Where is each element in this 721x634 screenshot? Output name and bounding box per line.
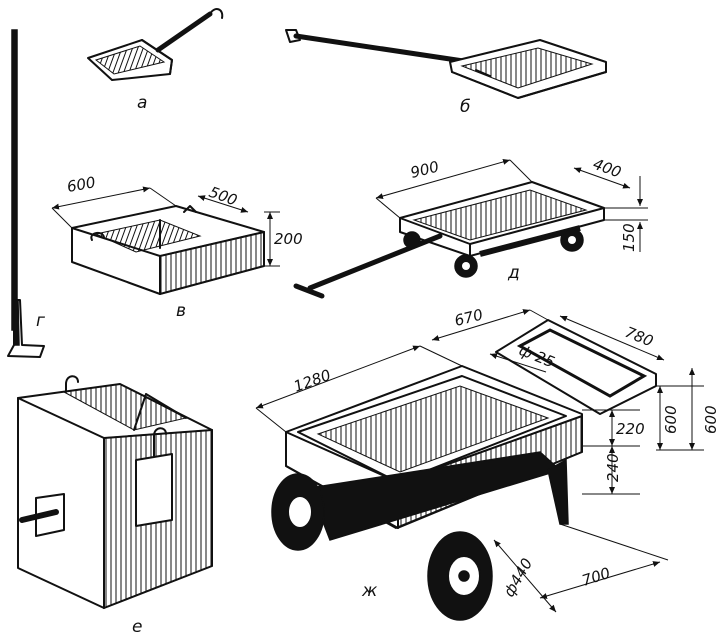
label-v: в xyxy=(176,301,186,321)
dims-d xyxy=(375,159,648,252)
label-d: д xyxy=(507,263,520,283)
dims-v xyxy=(51,186,280,267)
dim-zh-wheel: ф440 xyxy=(500,555,536,600)
label-g: г xyxy=(36,311,45,331)
label-b: б xyxy=(460,97,470,117)
dim-zh-width: 670 xyxy=(453,305,485,329)
label-zh: ж xyxy=(361,581,378,601)
tool-v-box xyxy=(71,205,265,295)
tool-e-box xyxy=(17,375,213,610)
dim-v-height: 200 xyxy=(274,230,303,248)
dim-d-length: 900 xyxy=(409,157,441,181)
tool-g-pusher xyxy=(7,29,45,358)
dim-zh-h-left: 600 xyxy=(662,405,680,434)
dim-zh-h-upper: 220 xyxy=(616,420,645,438)
dim-zh-length: 1280 xyxy=(291,366,333,396)
dim-zh-h-lower: 240 xyxy=(604,453,622,482)
dim-zh-track: 700 xyxy=(580,564,613,590)
dim-d-height: 150 xyxy=(620,223,638,252)
label-a: а xyxy=(137,93,147,113)
tool-a-scoop xyxy=(87,8,224,81)
dim-zh-h-right: 600 xyxy=(702,405,720,434)
dim-zh-overall: 780 xyxy=(623,323,656,350)
dims-zh xyxy=(255,309,704,613)
tool-b-tray xyxy=(285,29,607,99)
dim-v-length: 600 xyxy=(66,173,97,196)
label-e: е xyxy=(132,617,142,634)
dim-d-width: 400 xyxy=(591,155,624,182)
tool-d-cart xyxy=(293,181,605,299)
dim-v-width: 500 xyxy=(207,183,240,210)
